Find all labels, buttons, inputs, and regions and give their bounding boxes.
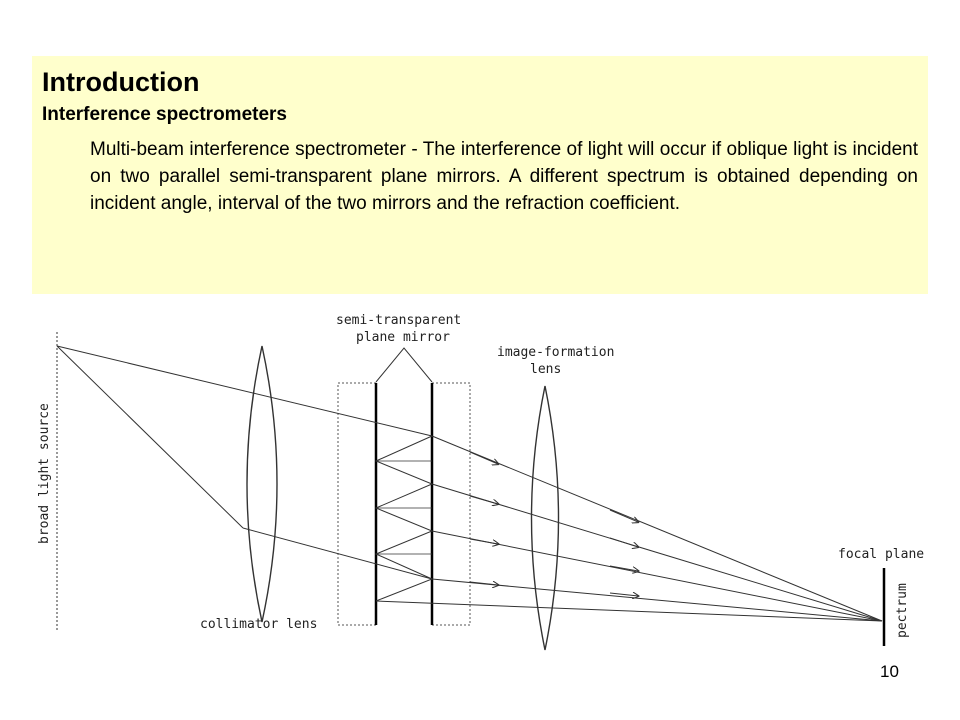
- slide-body: Multi-beam interference spectrometer - T…: [90, 139, 918, 214]
- collimator-label: collimator lens: [200, 617, 317, 632]
- mirror-label-line2: plane mirror: [356, 330, 450, 345]
- incident-ray-upper: [56, 345, 433, 437]
- light-source-label: broad light source: [37, 403, 52, 544]
- slide-title: Introduction: [42, 67, 200, 97]
- slide-subtitle: Interference spectrometers: [42, 104, 287, 125]
- output-ray-3: [431, 530, 883, 622]
- ray-arrow: [469, 451, 498, 464]
- mirror-pointer: [375, 347, 433, 383]
- collimator-lens: [246, 345, 278, 623]
- mirror-box-left: [337, 382, 377, 626]
- spectrometer-diagram: broad light source collimator lens semi-…: [37, 313, 924, 651]
- incident-ray-lower: [56, 345, 244, 529]
- mirror-label-line1: semi-transparent: [336, 313, 461, 328]
- mirror-box-right: [431, 382, 471, 626]
- output-ray-5: [375, 600, 883, 622]
- ray-arrow: [609, 537, 638, 547]
- ray-arrow: [469, 538, 498, 544]
- ray-arrow: [469, 582, 498, 585]
- ray-arrow: [609, 509, 638, 522]
- output-ray-1: [431, 435, 883, 622]
- ray-arrow: [469, 495, 498, 504]
- ray-arrow: [609, 593, 638, 596]
- page-number: 10: [880, 662, 899, 681]
- intro-text-box: Introduction Interference spectrometers …: [32, 56, 928, 294]
- lens-label-line1: image-formation: [497, 345, 614, 360]
- focal-plane-label: focal plane: [838, 547, 924, 562]
- lens-label-line2: lens: [530, 362, 561, 377]
- incident-ray-lower-2: [242, 527, 433, 580]
- ray-arrow: [609, 565, 638, 571]
- internal-reflections: [374, 435, 434, 602]
- spectrum-label: pectrum: [895, 583, 910, 638]
- output-ray-2: [431, 483, 883, 622]
- image-formation-lens: [530, 385, 560, 651]
- output-ray-4: [431, 578, 883, 622]
